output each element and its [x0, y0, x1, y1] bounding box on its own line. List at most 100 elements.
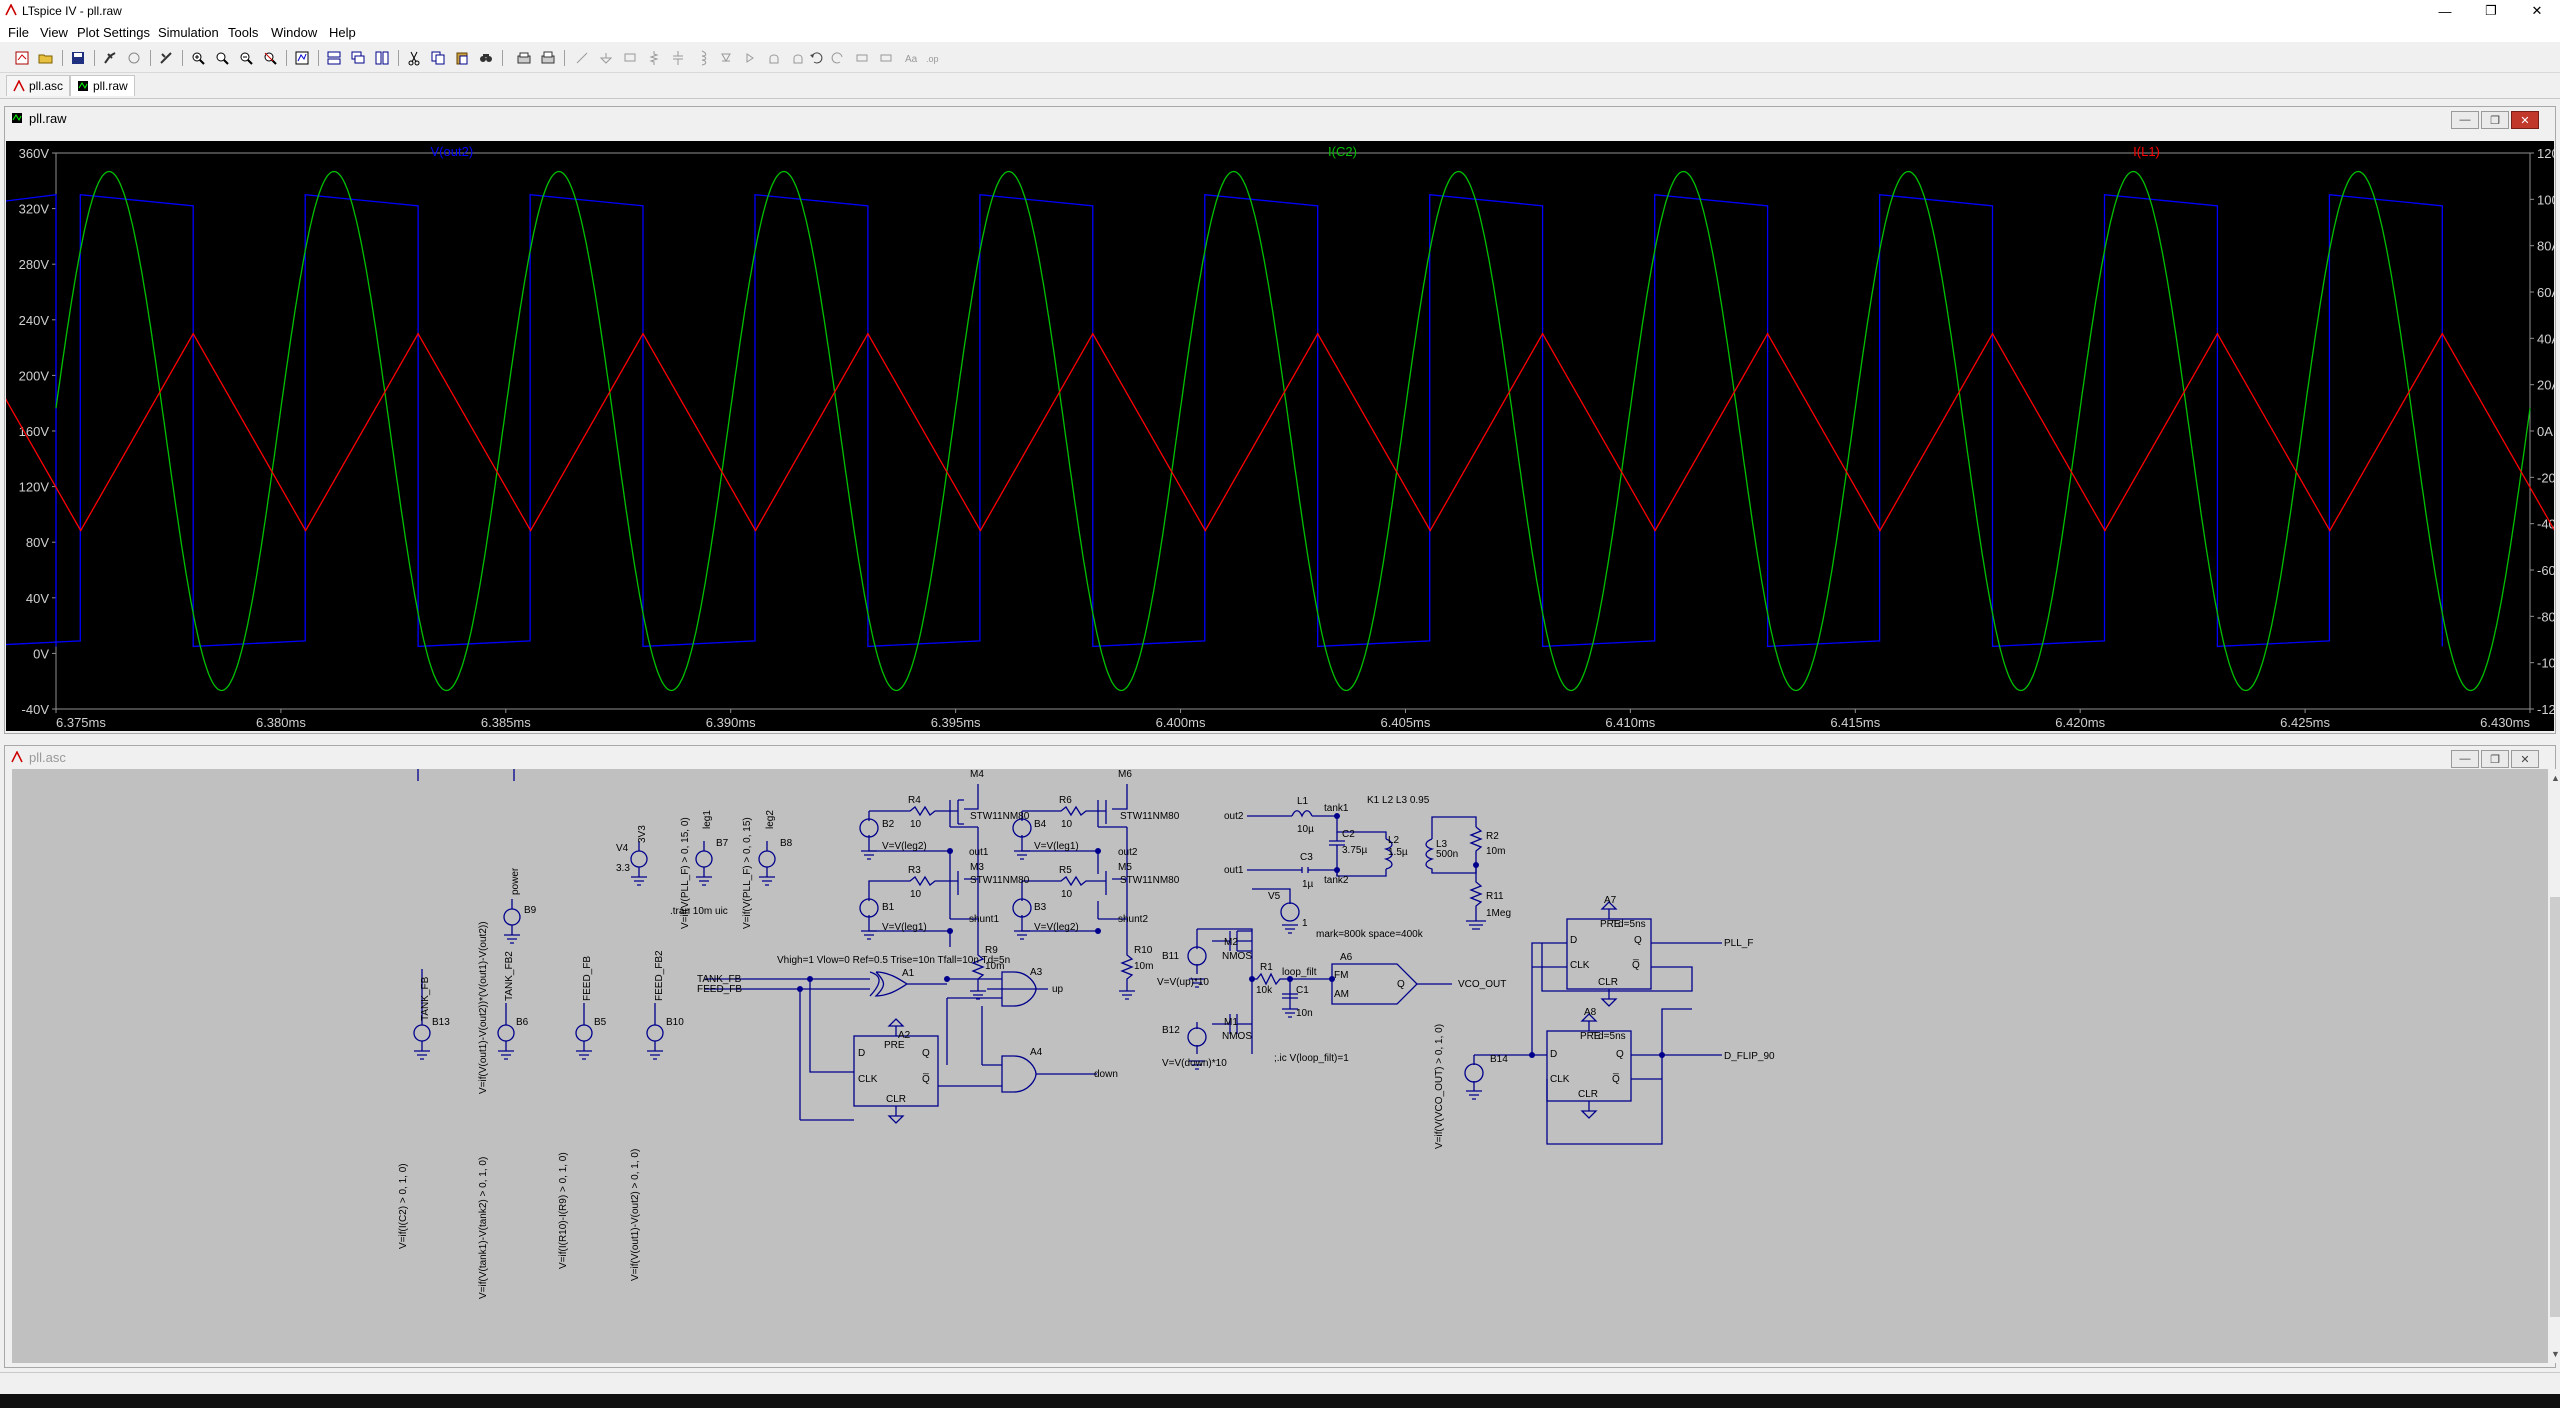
net-label-out2-bridge: out2 — [1118, 847, 1138, 858]
c3-label: C3 — [1300, 852, 1313, 863]
b14-expression: V=if(V(VCO_OUT) > 0, 1, 0) — [1434, 1024, 1445, 1149]
cut-icon[interactable] — [404, 48, 424, 68]
m1-model: NMOS — [1222, 1031, 1252, 1042]
run-icon[interactable] — [156, 48, 176, 68]
minimize-button[interactable]: — — [2438, 3, 2452, 19]
menu-window[interactable]: Window — [271, 25, 318, 40]
spice-directive-icon[interactable]: .op — [922, 48, 942, 68]
plot-close-button[interactable]: ✕ — [2511, 111, 2539, 129]
schematic-window-titlebar: pll.asc — ❐ ✕ — [5, 746, 2555, 768]
x-tick-label: 6.415ms — [1830, 715, 1880, 730]
plot-restore-button[interactable]: ❐ — [2481, 111, 2509, 129]
zoom-pan-icon[interactable] — [212, 48, 232, 68]
schematic-restore-button[interactable]: ❐ — [2481, 750, 2509, 768]
schematic-canvas[interactable]: K1 L2 L3 0.95 out2 out1 tank1 tank2 L1 1… — [12, 769, 2548, 1363]
os-taskbar — [0, 1394, 2560, 1408]
l1-value: 10µ — [1297, 824, 1314, 835]
b1-label: B1 — [882, 902, 895, 913]
scroll-up-icon[interactable]: ▲ — [2551, 773, 2560, 783]
undo-icon[interactable] — [806, 48, 826, 68]
b3-label: B3 — [1034, 902, 1047, 913]
zoom-out-icon[interactable] — [236, 48, 256, 68]
net-label-tank2: tank2 — [1324, 875, 1349, 886]
b12-expression: V=V(down)*10 — [1162, 1058, 1227, 1069]
wire-icon[interactable] — [572, 48, 592, 68]
halt-icon[interactable] — [124, 48, 144, 68]
a7-pre: PRE — [1600, 919, 1621, 930]
trace-legend-v-out2[interactable]: V(out2) — [431, 144, 474, 159]
plot-minimize-button[interactable]: — — [2451, 111, 2479, 129]
save-icon[interactable] — [68, 48, 88, 68]
copy-icon[interactable] — [428, 48, 448, 68]
m1-label: M1 — [1224, 1017, 1238, 1028]
inductor-icon[interactable] — [692, 48, 712, 68]
open-icon[interactable] — [36, 48, 56, 68]
schematic-close-button[interactable]: ✕ — [2511, 750, 2539, 768]
autorange-icon[interactable] — [292, 48, 312, 68]
text-icon[interactable]: Aa — [900, 48, 920, 68]
close-button[interactable]: ✕ — [2531, 3, 2543, 18]
a8-clk: CLK — [1550, 1074, 1570, 1085]
tab-pll-asc[interactable]: pll.asc — [6, 75, 71, 96]
a2-qbar: Q̅ — [922, 1073, 930, 1085]
new-schematic-icon[interactable] — [12, 48, 32, 68]
m6-label: M6 — [1118, 769, 1132, 780]
label-net-icon[interactable] — [620, 48, 640, 68]
tile-vertical-icon[interactable] — [372, 48, 392, 68]
menu-view[interactable]: View — [40, 25, 68, 40]
m3-label: M3 — [970, 862, 984, 873]
tile-horizontal-icon[interactable] — [324, 48, 344, 68]
print-icon[interactable] — [538, 48, 558, 68]
paste-icon[interactable] — [452, 48, 472, 68]
menu-plot-settings[interactable]: Plot Settings — [77, 25, 150, 40]
move-icon[interactable] — [764, 48, 784, 68]
rotate-icon[interactable] — [852, 48, 872, 68]
a8-label: A8 — [1584, 1007, 1597, 1018]
m4-model: STW11NM80 — [970, 811, 1030, 822]
resistor-icon[interactable] — [644, 48, 664, 68]
menu-file[interactable]: File — [8, 25, 29, 40]
l3-value: 500n — [1436, 849, 1458, 860]
schematic-minimize-button[interactable]: — — [2451, 750, 2479, 768]
zoom-in-icon[interactable] — [188, 48, 208, 68]
scrollbar-thumb[interactable] — [2550, 897, 2560, 1317]
x-tick-label: 6.425ms — [2280, 715, 2330, 730]
ground-icon[interactable] — [596, 48, 616, 68]
component-icon[interactable] — [740, 48, 760, 68]
trace-v-out2[interactable] — [6, 193, 2443, 648]
print-preview-icon[interactable] — [514, 48, 534, 68]
mirror-icon[interactable] — [876, 48, 896, 68]
menu-tools[interactable]: Tools — [228, 25, 259, 40]
y-right-tick-label: -60A — [2537, 563, 2554, 578]
trace-i-c2[interactable] — [55, 170, 2531, 692]
menu-help[interactable]: Help — [329, 25, 356, 40]
drag-icon[interactable] — [788, 48, 808, 68]
schematic-vertical-scrollbar[interactable]: ▲ ▼ — [2548, 769, 2560, 1363]
net-label-3v3: 3V3 — [637, 825, 648, 843]
redo-icon[interactable] — [828, 48, 848, 68]
y-left-tick-label: 280V — [19, 257, 50, 272]
scroll-down-icon[interactable]: ▼ — [2551, 1349, 2560, 1359]
trace-legend-i-l1[interactable]: I(L1) — [2133, 144, 2160, 159]
menu-simulation[interactable]: Simulation — [158, 25, 219, 40]
m3-model: STW11NM80 — [970, 875, 1030, 886]
maximize-button[interactable]: ❐ — [2485, 3, 2497, 18]
capacitor-icon[interactable] — [668, 48, 688, 68]
b7-label: B7 — [716, 838, 729, 849]
tab-pll-raw[interactable]: pll.raw — [70, 75, 135, 96]
v4-label: V4 — [616, 843, 629, 854]
net-label-shunt1: shunt1 — [969, 914, 999, 925]
net-label-leg1: leg1 — [702, 810, 713, 829]
a7-clk: CLK — [1570, 960, 1590, 971]
diode-icon[interactable] — [716, 48, 736, 68]
zoom-fit-icon[interactable] — [260, 48, 280, 68]
net-label-tank-fb-in: TANK_FB — [697, 974, 742, 985]
cascade-icon[interactable] — [348, 48, 368, 68]
trace-i-l1[interactable] — [6, 332, 2554, 532]
control-panel-icon[interactable] — [100, 48, 120, 68]
y-right-tick-label: 120A — [2537, 146, 2554, 161]
find-icon[interactable] — [476, 48, 496, 68]
title-bar: LTspice IV - pll.raw — ❐ ✕ — [0, 0, 2560, 22]
trace-legend-i-c2[interactable]: I(C2) — [1328, 144, 1357, 159]
